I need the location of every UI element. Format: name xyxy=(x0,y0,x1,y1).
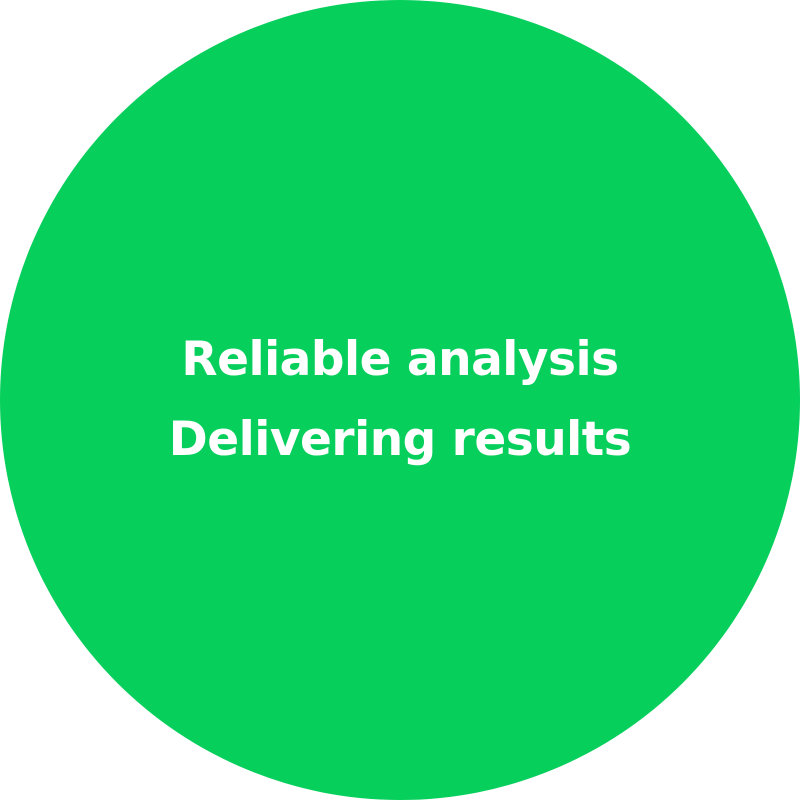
headline-line-2: Delivering results xyxy=(168,412,632,467)
headline-line-1: Reliable analysis xyxy=(181,332,619,387)
